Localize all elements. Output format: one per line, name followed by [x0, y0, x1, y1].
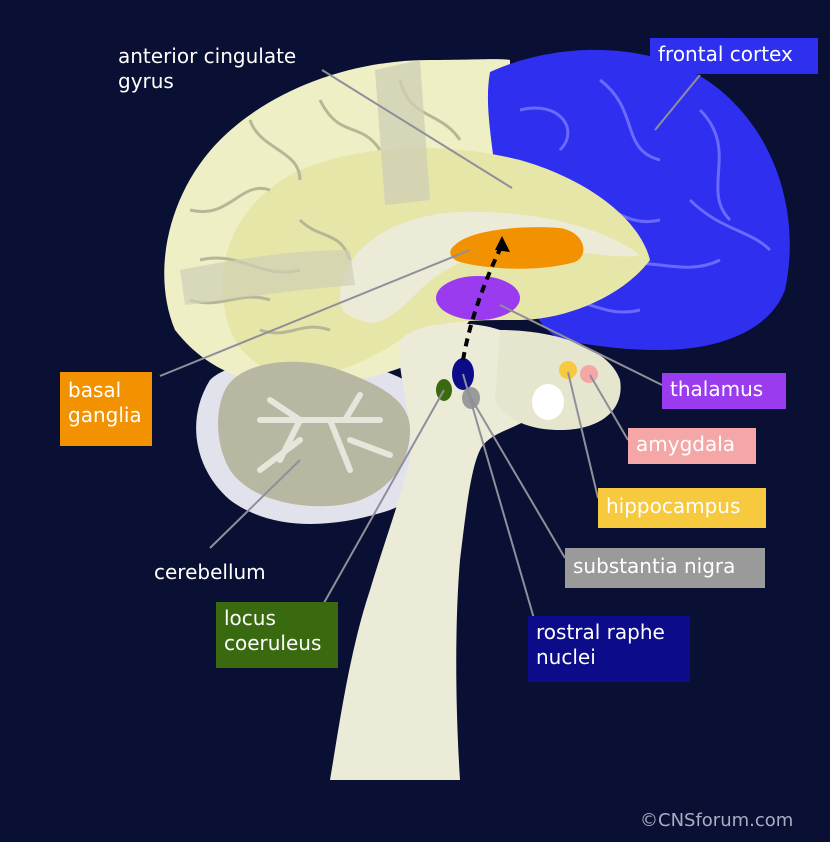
label-thalamus-text: thalamus [670, 377, 763, 401]
label-basal-ganglia: basal ganglia [60, 372, 152, 446]
label-rostral-raphe: rostral raphe nuclei [528, 616, 690, 682]
label-basal-ganglia-line2: ganglia [68, 403, 144, 428]
label-amygdala-text: amygdala [636, 432, 735, 456]
label-frontal-cortex-text: frontal cortex [658, 42, 793, 66]
label-hippocampus-text: hippocampus [606, 494, 740, 518]
label-hippocampus: hippocampus [598, 488, 766, 528]
label-substantia-nigra-text: substantia nigra [573, 554, 735, 578]
label-cerebellum: cerebellum [154, 560, 266, 585]
label-frontal-cortex: frontal cortex [650, 38, 818, 74]
label-cerebellum-text: cerebellum [154, 560, 266, 584]
label-substantia-nigra: substantia nigra [565, 548, 765, 588]
label-rostral-raphe-line1: rostral raphe [536, 620, 682, 645]
label-anterior-cingulate-line2: gyrus [118, 69, 296, 94]
copyright-text: ©CNSforum.com [640, 810, 793, 831]
label-rostral-raphe-line2: nuclei [536, 645, 682, 670]
label-anterior-cingulate: anterior cingulate gyrus [118, 44, 296, 94]
amygdala-region [580, 365, 598, 383]
label-anterior-cingulate-line1: anterior cingulate [118, 44, 296, 69]
label-thalamus: thalamus [662, 373, 786, 409]
label-amygdala: amygdala [628, 428, 756, 464]
label-basal-ganglia-line1: basal [68, 378, 144, 403]
pituitary [532, 384, 564, 420]
label-locus-coeruleus-line2: coeruleus [224, 631, 330, 656]
label-locus-coeruleus-line1: locus [224, 606, 330, 631]
label-locus-coeruleus: locus coeruleus [216, 602, 338, 668]
